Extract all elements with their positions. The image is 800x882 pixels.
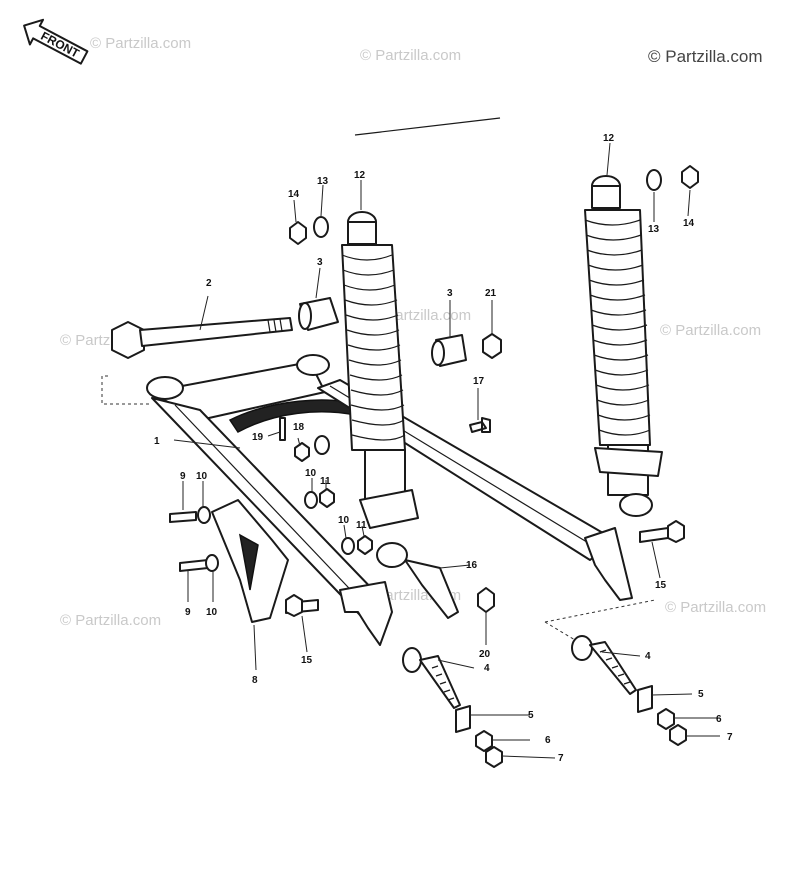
- bushing-left: [298, 297, 339, 331]
- right-adjuster-dash: [544, 599, 656, 623]
- left-shock-absorber: [341, 211, 419, 568]
- callout-15: 15: [301, 655, 313, 666]
- callout-12: 12: [354, 170, 366, 181]
- callout-labels: 1 2 3 3 4 4 5 5 6 6 7 7 8 9 9 10 10 10 1…: [154, 133, 733, 764]
- callout-3: 3: [447, 288, 453, 299]
- callout-13: 13: [317, 176, 329, 187]
- callout-4: 4: [645, 651, 651, 662]
- nut-11-lower: [357, 535, 373, 555]
- callout-16: 16: [466, 560, 478, 571]
- watermark-text: © Partzilla.com: [660, 322, 761, 339]
- callout-5: 5: [528, 710, 534, 721]
- callout-21: 21: [485, 288, 497, 299]
- callout-11: 11: [320, 476, 331, 487]
- nut-21: [482, 333, 502, 359]
- callout-14: 14: [683, 218, 695, 229]
- reference-line: [354, 117, 501, 136]
- swing-arm: [101, 354, 633, 646]
- watermark-text: © Partzilla.com: [90, 35, 191, 52]
- callout-4: 4: [484, 663, 490, 674]
- nut-14-left: [289, 221, 307, 245]
- callout-8: 8: [252, 675, 258, 686]
- callout-14: 14: [288, 189, 300, 200]
- left-axle-slot: [339, 581, 393, 646]
- bushing-right: [431, 334, 467, 367]
- callout-17: 17: [473, 376, 485, 387]
- callout-11: 11: [356, 520, 367, 531]
- chain-adjuster-plate: [211, 499, 289, 623]
- front-direction-arrow-icon: FRONT: [23, 18, 89, 65]
- callout-1: 1: [154, 436, 160, 447]
- washer-10-lower: [341, 537, 355, 555]
- nut-14-right: [681, 165, 699, 189]
- bolt-15-right: [639, 527, 669, 543]
- callout-13: 13: [648, 224, 660, 235]
- watermark-text: © Partzilla.com: [360, 47, 461, 64]
- callout-18: 18: [293, 422, 305, 433]
- callout-2: 2: [206, 278, 212, 289]
- callout-12: 12: [603, 133, 615, 144]
- pivot-shaft-bolt: [111, 317, 293, 359]
- callout-7: 7: [558, 753, 564, 764]
- callout-9: 9: [180, 471, 186, 482]
- nut-18: [294, 442, 310, 462]
- right-shock-absorber: [584, 175, 663, 517]
- nut-11-upper: [319, 488, 335, 508]
- left-shock-mount: [404, 559, 459, 619]
- callout-3: 3: [317, 257, 323, 268]
- pivot-boss-left: [146, 376, 184, 400]
- chain-adjuster-right: [571, 635, 687, 746]
- bolt-9-lower: [179, 559, 209, 572]
- pivot-boss-right: [296, 354, 330, 376]
- callout-7: 7: [727, 732, 733, 743]
- right-axle-slot: [584, 527, 633, 601]
- bolt-17: [469, 417, 491, 433]
- callout-19: 19: [252, 432, 264, 443]
- bolt-9-upper: [169, 511, 197, 523]
- callout-6: 6: [545, 735, 551, 746]
- washer-10-upper: [304, 491, 318, 509]
- callout-10: 10: [338, 515, 350, 526]
- callout-10: 10: [206, 607, 218, 618]
- callout-20: 20: [479, 649, 491, 660]
- pivot-dash-box: [101, 375, 150, 405]
- callout-9: 9: [185, 607, 191, 618]
- callout-6: 6: [716, 714, 722, 725]
- hardware: [169, 165, 699, 617]
- pin-19: [279, 417, 286, 441]
- callout-15: 15: [655, 580, 667, 591]
- watermark-corner: © Partzilla.com: [648, 47, 763, 66]
- washer-13-left: [313, 216, 329, 238]
- leader-lines: [173, 142, 720, 759]
- nut-20: [477, 587, 495, 613]
- chain-adjuster-left: [402, 647, 503, 768]
- watermark-text: © Partzilla.com: [60, 612, 161, 629]
- callout-5: 5: [698, 689, 704, 700]
- washer-13-right: [646, 169, 662, 191]
- callout-10: 10: [305, 468, 317, 479]
- callout-10: 10: [196, 471, 208, 482]
- washer-10-a: [197, 506, 211, 524]
- watermark-text: © Partzilla.com: [665, 599, 766, 616]
- washer-10-b: [205, 554, 219, 572]
- washer-18: [314, 435, 330, 455]
